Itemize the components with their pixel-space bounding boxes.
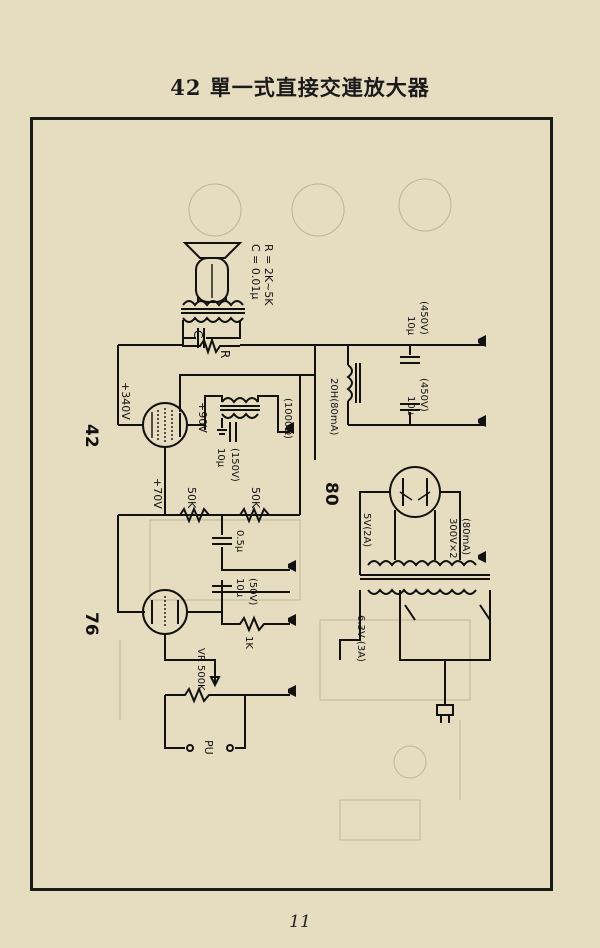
tube-76-label: 76	[81, 612, 101, 636]
fil-5v-label: 5V(2A)	[361, 513, 372, 547]
tube-80	[389, 466, 441, 518]
choke-label: 20H(80mA)	[328, 378, 339, 435]
plate-v-label: +70V	[151, 478, 164, 509]
choke	[346, 363, 361, 403]
speaker-cap-label: C = 0.01μ	[249, 244, 262, 299]
speaker	[182, 242, 243, 303]
coupling-cap-label: 0.5μ	[234, 530, 245, 553]
bypass-cap-label: 10μ	[215, 448, 226, 468]
field-coil-label: (1000Ω)	[282, 398, 293, 439]
filter-v1-label: (450V)	[418, 301, 429, 335]
r-label: R	[218, 350, 232, 358]
cathode-cap-label: 10μ	[234, 578, 245, 598]
bypass-v-label: (150V)	[229, 448, 240, 482]
filter-cap1-label: 10μ	[405, 316, 416, 336]
tube-76	[142, 589, 188, 635]
page-title: 42 單一式直接交連放大器	[170, 75, 430, 100]
speaker-res-label: R = 2K~5K	[262, 244, 275, 306]
screen-v-label: +90V	[196, 402, 209, 433]
filter-v2-label: (450V)	[418, 378, 429, 412]
r50k-b-label: 50K	[249, 487, 262, 509]
volume-label: VR 500K	[195, 648, 206, 691]
pickup-label: PU	[202, 740, 215, 755]
b-plus-label: +340V	[119, 382, 132, 420]
bleed-through	[119, 178, 471, 841]
hv-current-label: (80mA)	[460, 518, 471, 555]
output-transformer	[181, 296, 245, 323]
diagram-frame	[30, 117, 553, 891]
hv-winding-label: 300V×2	[447, 518, 458, 559]
tube-42-label: 42	[81, 424, 101, 448]
r50k-a-label: 50K	[185, 487, 198, 509]
page-number: 11	[289, 912, 311, 932]
tube-80-label: 80	[321, 482, 341, 506]
c-label: C	[191, 330, 205, 338]
cathode-res-label: 1K	[243, 636, 254, 649]
field-coil	[220, 397, 260, 419]
power-transformer	[360, 560, 490, 595]
cathode-v-label: (50V)	[247, 578, 258, 605]
filter-cap2-label: 10μ	[405, 396, 416, 416]
fil-63v-label: 6.3V (3A)	[355, 615, 366, 662]
